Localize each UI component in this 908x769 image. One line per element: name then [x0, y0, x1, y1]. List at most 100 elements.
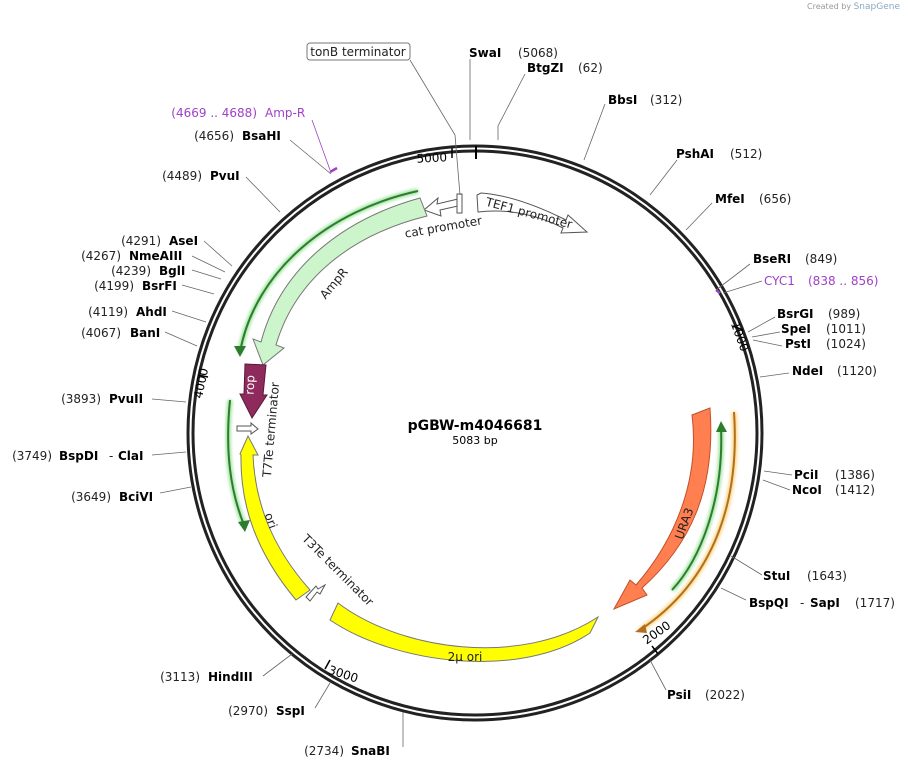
site-psti-name: PstI	[785, 337, 811, 351]
leader-psii	[649, 659, 667, 691]
site-bgli-name: BglI	[159, 264, 185, 278]
leader-ahdi	[171, 310, 207, 323]
leader-spei	[751, 331, 781, 338]
leader-nmeaiii	[191, 255, 226, 273]
leader-hindiii	[262, 653, 293, 677]
primer-cyc1-range: (838 .. 856)	[808, 274, 878, 288]
site-ndei-pos: (1120)	[837, 364, 877, 378]
site-pvuii-pos: (3893)	[61, 392, 101, 406]
leader-pvuii	[151, 398, 187, 403]
site-bspdi-name: BspDI	[59, 449, 98, 463]
leader-btgzi	[497, 73, 526, 140]
leader-bsrgi	[747, 316, 776, 333]
leader-bcivi	[159, 486, 192, 494]
snapgene-logo: SnapGene	[853, 2, 900, 12]
leader-psti	[752, 339, 783, 347]
ori-primer-arrowhead	[238, 520, 250, 532]
site-bseri-name: BseRI	[753, 252, 791, 266]
ruler-tick-4000	[197, 374, 209, 378]
site-spei-pos: (1011)	[826, 322, 866, 336]
site-asei-name: AseI	[169, 234, 198, 248]
site-hindiii-name: HindIII	[208, 670, 253, 684]
site-bgli-pos: (4239)	[111, 264, 151, 278]
leader-pvui	[245, 176, 281, 213]
ruler-label-4000: 4000	[191, 367, 211, 400]
rop-feature	[239, 363, 268, 420]
site-stui-pos: (1643)	[807, 569, 847, 583]
site-bsahi-pos: (4656)	[194, 129, 234, 143]
cat-promoter-feature	[423, 196, 459, 217]
ampr-primer-arrowhead	[234, 346, 246, 357]
leader-sspi	[314, 682, 331, 709]
site-bbsi-name: BbsI	[608, 93, 637, 107]
leader-tonb	[409, 59, 461, 196]
site-spei-name: SpeI	[781, 322, 811, 336]
leader-bsrfi	[181, 284, 215, 295]
leader-bspqi	[720, 587, 747, 601]
leader-ncoi	[762, 479, 791, 491]
site-btgzi-pos: (62)	[578, 61, 603, 75]
site-ncoi-pos: (1412)	[835, 483, 875, 497]
ruler-tick-3000	[324, 659, 331, 670]
t7te-terminator-glyph	[236, 421, 259, 435]
site-psii-pos: (2022)	[705, 688, 745, 702]
plasmid-name: pGBW-m4046681	[408, 418, 543, 434]
tonb-terminator-glyph	[456, 193, 463, 214]
site-asei-pos: (4291)	[121, 234, 161, 248]
site-bbsi-pos: (312)	[650, 93, 682, 107]
tef1-promoter-feature	[476, 192, 589, 234]
site-sapi-name: SapI	[810, 596, 840, 610]
leader-bspdi	[151, 451, 187, 456]
ruler-label-5000: 5000	[416, 150, 447, 166]
site-ncoi-name: NcoI	[792, 483, 822, 497]
site-bspqi-name: BspQI	[749, 596, 789, 610]
site-stui-name: StuI	[763, 569, 790, 583]
site-pshai-pos: (512)	[730, 147, 762, 161]
site-ahdi-pos: (4119)	[88, 305, 128, 319]
two-mu-ori-label: 2μ ori	[448, 650, 483, 664]
ura3-primer-orange-arrowhead	[635, 624, 647, 633]
primer-amp-r-range: (4669 .. 4688)	[171, 106, 257, 120]
primer-mark-amp-r	[329, 166, 338, 174]
site-nmeaiii-name: NmeAIII	[129, 249, 182, 263]
site-bcivi-pos: (3649)	[71, 490, 111, 504]
site-swai-pos: (5068)	[518, 46, 558, 60]
ura3-label: URA3	[672, 506, 696, 541]
site-bani-pos: (4067)	[81, 326, 121, 340]
leader-ndei	[759, 372, 790, 378]
site-bsahi-name: BsaHI	[242, 129, 281, 143]
t3te-terminator-glyph	[305, 583, 327, 602]
site-pvui-pos: (4489)	[162, 169, 202, 183]
site-psii-name: PsiI	[667, 688, 691, 702]
site-bspqi-dash: -	[800, 596, 804, 610]
two-mu-ori-feature	[329, 602, 600, 662]
leader-bbsi	[583, 103, 606, 161]
ori-feature	[239, 434, 311, 601]
site-bspdi-pos: (3749)	[12, 449, 52, 463]
site-bseri-pos: (849)	[805, 252, 837, 266]
ura3-primer-orange-arc	[639, 411, 736, 631]
plasmid-length: 5083 bp	[452, 434, 497, 447]
ura3-primer-green-arrowhead	[716, 421, 727, 432]
leader-mfei	[685, 202, 713, 231]
primer-amp-r-name: Amp-R	[265, 106, 305, 120]
site-hindiii-pos: (3113)	[160, 670, 200, 684]
rop-label: rop	[243, 375, 258, 395]
leader-pcii	[763, 470, 793, 476]
site-pvui-name: PvuI	[210, 169, 240, 183]
ruler-tick-1000	[732, 325, 744, 331]
site-pshai-name: PshAI	[676, 147, 714, 161]
site-bsrgi-name: BsrGI	[777, 307, 814, 321]
watermark-created-by: Created by	[807, 2, 852, 11]
site-bspdi-dash: -	[109, 449, 113, 463]
site-bsrfi-name: BsrFI	[142, 279, 177, 293]
ruler-label-1000: 1000	[728, 320, 752, 353]
site-swai-name: SwaI	[469, 46, 501, 60]
leader-lines	[151, 59, 793, 747]
leader-bsahi	[289, 139, 332, 175]
site-nmeaiii-pos: (4267)	[81, 249, 121, 263]
ura3-primer-green-arc	[671, 427, 723, 591]
ori-primer-arc	[227, 399, 245, 526]
site-snabi-pos: (2734)	[304, 744, 344, 758]
